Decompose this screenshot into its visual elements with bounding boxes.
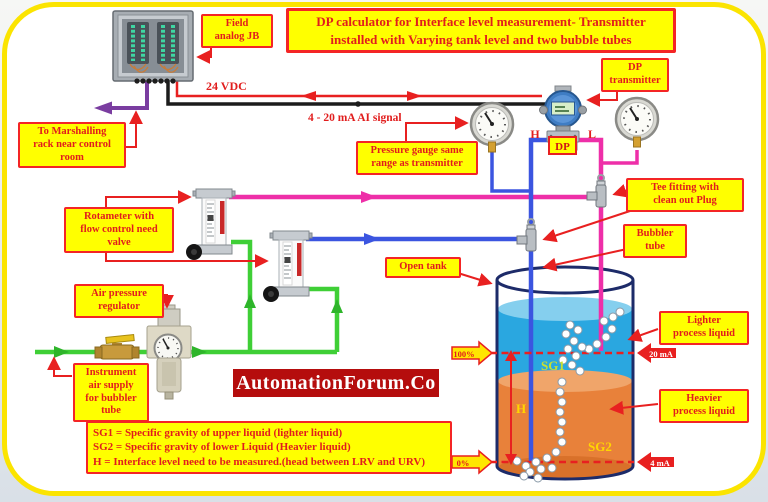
l-flow-arrow [361, 191, 377, 203]
air-filter-regulator [146, 304, 192, 400]
level-100-label: 100% [453, 349, 474, 359]
legend-line: SG1 = Specific gravity of upper liquid (… [93, 427, 343, 439]
watermark-banner: AutomationForum.Co [233, 369, 439, 397]
level-0-label: 0% [457, 458, 470, 468]
ma-4-label: 4 mA [650, 458, 670, 468]
level-0-arrow [451, 449, 494, 475]
ma-20-arrow [637, 343, 676, 363]
interface-head-dimension [505, 350, 517, 465]
tee-fitting-h [516, 218, 537, 252]
title-line: DP calculator for Interface level measur… [316, 14, 646, 29]
lighter-liquid-label: Lighter process liquid [659, 311, 749, 345]
valve-handle [105, 334, 135, 344]
marshalling-label: To Marshalling rack near control room [18, 122, 126, 169]
h-dim-label: H [516, 401, 526, 416]
tank-rim [495, 265, 635, 295]
h-port-label: H [530, 127, 540, 141]
junction-box [112, 10, 194, 84]
dp-tag-box [548, 136, 577, 155]
field-jb-label: Field analog JB [201, 14, 273, 48]
rotameter-label: Rotameter with flow control need valve [64, 207, 174, 254]
dp-tag: DP [555, 141, 570, 153]
rotameter-1 [185, 188, 236, 261]
sg2-label: SG2 [588, 439, 612, 454]
bubbles-group [512, 307, 625, 483]
tee-fitting-label: Tee fitting with clean out Plug [626, 178, 744, 212]
air-regulator-label: Air pressure regulator [74, 284, 164, 318]
open-tank-label: Open tank [385, 257, 461, 278]
cable-glands [134, 78, 176, 84]
ai-signal-label: 4 - 20 mA AI signal [308, 112, 402, 124]
l-impulse-line [229, 137, 639, 351]
lcd-display [551, 101, 575, 116]
legend-box: SG1 = Specific gravity of upper liquid (… [86, 421, 452, 474]
rotameter-2 [262, 230, 313, 303]
legend-line: H = Interface level need to be measured.… [93, 455, 425, 468]
ball-valve [94, 334, 140, 360]
pressure-gauge-l [614, 96, 660, 149]
title-line: installed with Varying tank level and tw… [330, 31, 632, 47]
dp-transmitter-label: DP transmitter [601, 58, 669, 92]
signal-wire [166, 74, 546, 106]
marshalling-arrow [94, 101, 112, 115]
pressure-gauge-label: Pressure gauge same range as transmitter [356, 141, 478, 175]
vdc-label: 24 VDC [206, 79, 247, 93]
air-flow-arrows [54, 294, 343, 358]
l-port-label: L [588, 127, 596, 141]
marshalling-cable [112, 74, 149, 110]
ma-20-label: 20 mA [649, 349, 674, 359]
ma-4-arrow [637, 452, 674, 472]
open-tank [495, 265, 635, 481]
h-flow-arrow [364, 233, 380, 245]
sg1-label: SG1 [541, 358, 565, 373]
heavier-liquid-label: Heavier process liquid [659, 389, 749, 423]
title-box: DP calculator for Interface level measur… [286, 8, 676, 54]
air-supply-label: Instrument air supply for bubbler tube [73, 363, 149, 423]
level-100-arrow [451, 340, 494, 366]
bubbler-tube-label: Bubbler tube [623, 224, 687, 258]
tee-fitting-l [586, 174, 607, 208]
legend-line: SG2 = Specific gravity of lower Liquid (… [93, 441, 351, 454]
